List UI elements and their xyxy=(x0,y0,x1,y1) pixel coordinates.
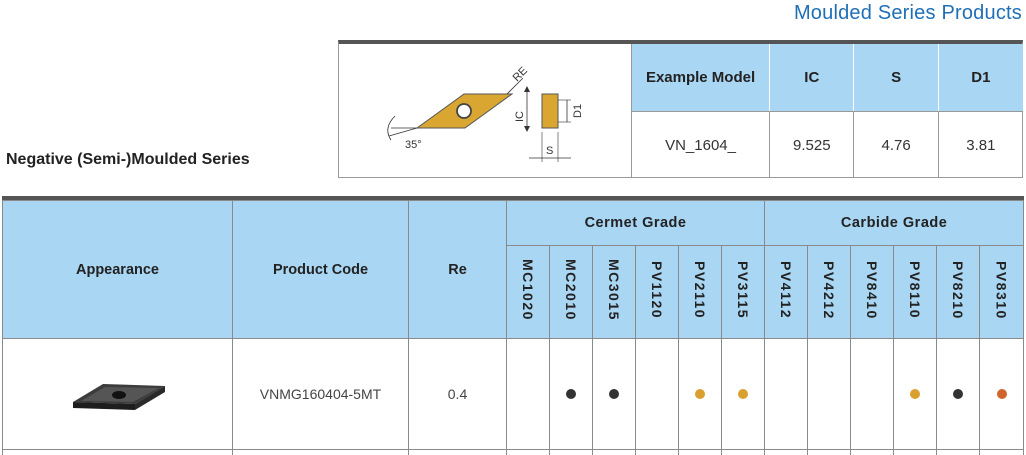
spec-header-d1: D1 xyxy=(938,44,1023,112)
empty-cell xyxy=(937,450,980,455)
grade-cell xyxy=(636,339,679,450)
grade-header-pv8310: PV8310 xyxy=(980,246,1024,339)
grade-cell xyxy=(593,339,636,450)
insert-diagram-svg: RE IC D1 S 35° xyxy=(339,44,631,178)
header-product-code: Product Code xyxy=(233,201,409,339)
grade-cell xyxy=(980,339,1024,450)
grade-header-mc1020: MC1020 xyxy=(507,246,550,339)
empty-cell xyxy=(550,450,593,455)
header-carbide-grade: Carbide Grade xyxy=(765,201,1024,246)
grade-header-pv1120: PV1120 xyxy=(636,246,679,339)
grade-cell xyxy=(808,339,851,450)
label-d1: D1 xyxy=(572,104,584,118)
header-re: Re xyxy=(409,201,507,339)
empty-cell xyxy=(851,450,894,455)
grade-cell xyxy=(679,339,722,450)
grade-label: PV8310 xyxy=(994,261,1010,320)
availability-dot xyxy=(910,389,920,399)
availability-dot xyxy=(738,389,748,399)
re-cell: 0.4 xyxy=(409,339,507,450)
grade-label: PV8410 xyxy=(864,261,880,320)
product-code-cell: VNMG160404-5MT xyxy=(233,339,409,450)
insert-side-view xyxy=(542,94,558,128)
empty-cell xyxy=(765,450,808,455)
grade-header-pv8110: PV8110 xyxy=(894,246,937,339)
grade-cell xyxy=(722,339,765,450)
grade-label: PV3115 xyxy=(735,261,751,319)
grade-header-pv8210: PV8210 xyxy=(937,246,980,339)
grade-cell xyxy=(894,339,937,450)
appearance-cell xyxy=(3,339,233,450)
grade-label: PV1120 xyxy=(649,261,665,319)
empty-cell xyxy=(722,450,765,455)
grade-label: PV2110 xyxy=(692,261,708,319)
spec-value-d1: 3.81 xyxy=(938,112,1023,179)
spec-header-ic: IC xyxy=(770,44,854,112)
series-title: Negative (Semi-)Moulded Series xyxy=(6,151,250,169)
spec-table: Example Model IC S D1 VN_1604_ 9.525 4.7… xyxy=(632,44,1023,178)
spec-value-model: VN_1604_ xyxy=(632,112,770,179)
spec-header-s: S xyxy=(854,44,938,112)
spec-header-model: Example Model xyxy=(632,44,770,112)
grade-header-mc2010: MC2010 xyxy=(550,246,593,339)
grade-cell xyxy=(550,339,593,450)
empty-cell xyxy=(409,450,507,455)
label-ic: IC xyxy=(514,111,526,122)
grade-header-mc3015: MC3015 xyxy=(593,246,636,339)
availability-dot xyxy=(609,389,619,399)
grade-label: MC2010 xyxy=(563,259,579,321)
availability-dot xyxy=(953,389,963,399)
empty-cell xyxy=(894,450,937,455)
grade-cell xyxy=(765,339,808,450)
grade-label: PV4212 xyxy=(821,261,837,320)
empty-cell xyxy=(636,450,679,455)
grade-cell xyxy=(507,339,550,450)
availability-dot xyxy=(566,389,576,399)
grade-label: MC3015 xyxy=(606,259,622,321)
grade-label: PV8110 xyxy=(907,261,923,319)
grade-cell xyxy=(851,339,894,450)
page-title: Moulded Series Products xyxy=(794,2,1022,25)
label-re: RE xyxy=(511,65,530,84)
insert-diagram: RE IC D1 S 35° xyxy=(339,44,632,178)
empty-cell xyxy=(507,450,550,455)
grade-label: MC1020 xyxy=(520,259,536,321)
table-row xyxy=(3,450,1024,455)
label-angle: 35° xyxy=(405,139,422,151)
grade-header-pv2110: PV2110 xyxy=(679,246,722,339)
header-cermet-grade: Cermet Grade xyxy=(507,201,765,246)
spec-box: RE IC D1 S 35° Example Model xyxy=(338,40,1023,178)
product-table: Appearance Product Code Re Cermet Grade … xyxy=(2,200,1024,455)
insert-image xyxy=(63,368,173,418)
grade-header-pv4112: PV4112 xyxy=(765,246,808,339)
grade-header-pv8410: PV8410 xyxy=(851,246,894,339)
empty-cell xyxy=(980,450,1024,455)
availability-dot xyxy=(997,389,1007,399)
grade-header-pv4212: PV4212 xyxy=(808,246,851,339)
spec-value-s: 4.76 xyxy=(854,112,938,179)
spec-value-ic: 9.525 xyxy=(770,112,854,179)
empty-cell xyxy=(593,450,636,455)
grade-header-pv3115: PV3115 xyxy=(722,246,765,339)
grade-label: PV8210 xyxy=(950,261,966,320)
header-appearance: Appearance xyxy=(3,201,233,339)
product-table-wrap: Appearance Product Code Re Cermet Grade … xyxy=(2,196,1024,455)
empty-cell xyxy=(808,450,851,455)
empty-cell xyxy=(679,450,722,455)
insert-hole xyxy=(457,104,471,118)
grade-label: PV4112 xyxy=(778,261,794,319)
grade-cell xyxy=(937,339,980,450)
empty-cell xyxy=(3,450,233,455)
availability-dot xyxy=(695,389,705,399)
label-s: S xyxy=(546,145,553,157)
empty-cell xyxy=(233,450,409,455)
